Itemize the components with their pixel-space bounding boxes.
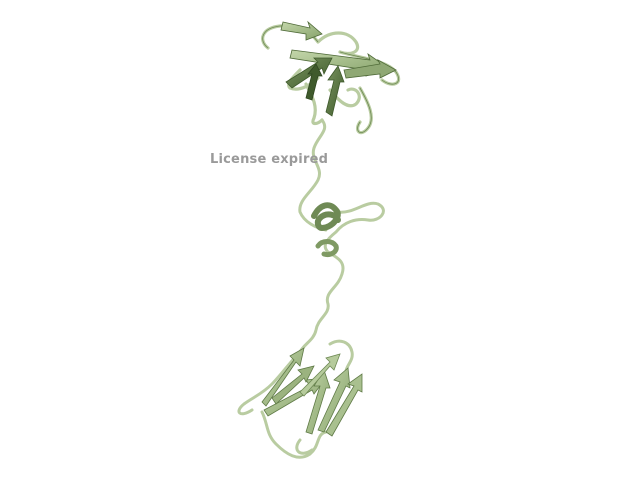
strand-top-1 [280,20,323,41]
strand-bottom-7 [299,353,341,397]
bottom-domain [237,339,363,459]
strand-bottom-4 [305,369,331,435]
strand-bottom-3 [271,365,315,405]
strand-bottom-5 [317,367,351,433]
linker-coil [298,118,385,354]
license-watermark: License expired [210,152,329,167]
linker-region [298,118,385,354]
helix-middle [311,202,341,232]
strand-bottom-6 [325,373,363,437]
strand-bottom-1 [261,347,305,407]
strand-top-4 [325,65,345,117]
bottom-domain-coil [237,339,354,459]
helix-middle-2 [315,239,339,257]
strand-top-5 [305,63,323,101]
strand-top-6 [343,59,397,79]
top-domain [261,20,401,135]
